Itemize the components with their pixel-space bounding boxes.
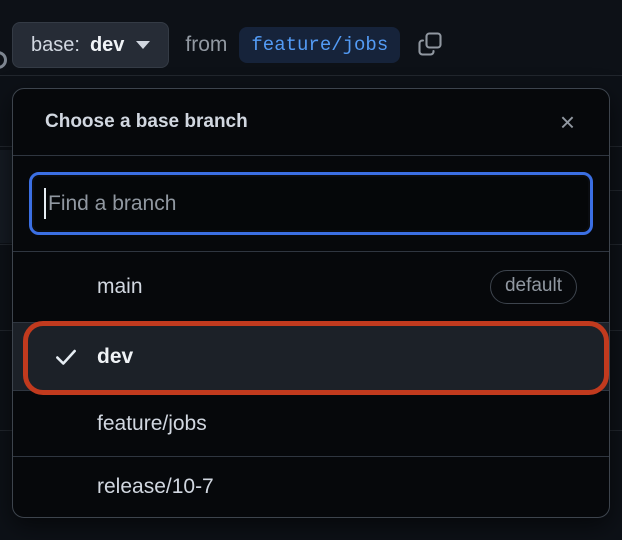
branch-name: release/10-7 <box>97 475 214 498</box>
branch-name: dev <box>97 344 134 368</box>
branch-list: main default dev feature/jobs release/10… <box>13 252 609 517</box>
branch-row-dev[interactable]: dev <box>13 322 609 390</box>
branch-name: feature/jobs <box>97 411 207 435</box>
compare-branch-bar: base: dev from feature/jobs <box>12 22 444 68</box>
head-branch-link[interactable]: feature/jobs <box>239 27 401 63</box>
chevron-down-icon <box>136 41 151 49</box>
branch-search-input[interactable] <box>29 172 593 235</box>
branch-row-feature-jobs[interactable]: feature/jobs <box>13 390 609 456</box>
dialog-title: Choose a base branch <box>45 111 248 132</box>
branch-name: main <box>97 275 143 298</box>
branch-row-release-10-7[interactable]: release/10-7 <box>13 456 609 517</box>
background-row-fragment <box>0 150 12 243</box>
branch-row-main[interactable]: main default <box>13 252 609 322</box>
check-icon <box>53 344 79 370</box>
dialog-header: Choose a base branch × <box>13 89 609 156</box>
base-branch-dialog: Choose a base branch × main default dev … <box>12 88 610 518</box>
copy-icon <box>416 30 444 61</box>
search-section <box>13 156 609 252</box>
base-branch-button[interactable]: base: dev <box>12 22 170 68</box>
background-divider <box>0 75 622 76</box>
clipped-circle-icon <box>0 51 7 69</box>
default-badge: default <box>489 270 577 304</box>
close-button[interactable]: × <box>552 105 583 139</box>
base-branch-prefix: base: <box>31 33 80 56</box>
copy-button[interactable] <box>416 30 444 61</box>
base-branch-name: dev <box>89 33 125 56</box>
from-label: from <box>185 33 228 56</box>
text-cursor <box>44 188 46 219</box>
